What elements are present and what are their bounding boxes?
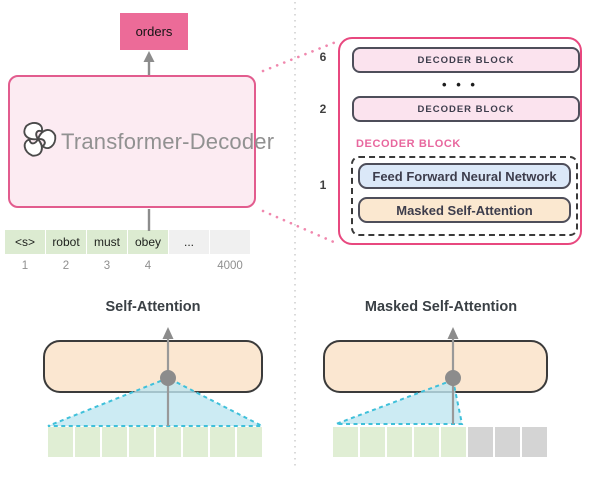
token-index: 1 bbox=[21, 260, 29, 272]
attended-cell bbox=[183, 427, 208, 457]
attended-cell bbox=[48, 427, 73, 457]
attended-cell bbox=[360, 427, 385, 457]
attended-cell bbox=[414, 427, 439, 457]
stack-number-6: 6 bbox=[319, 50, 327, 64]
transformer-decoder-box: Transformer-Decoder bbox=[8, 75, 274, 208]
masked-self-attention-layer: Masked Self-Attention bbox=[358, 197, 571, 223]
transformer-logo-icon bbox=[19, 120, 57, 163]
masked-self-attention-cells bbox=[333, 427, 549, 457]
masked-attention-arrow-head bbox=[447, 327, 459, 339]
token-col: 4000 bbox=[210, 230, 250, 273]
token-cell: ... bbox=[169, 230, 209, 254]
token-index: 4000 bbox=[217, 260, 243, 272]
input-token-row: <s> 1 robot 2 must 3 obey 4 ... 4000 bbox=[5, 230, 251, 273]
masked-cell bbox=[522, 427, 547, 457]
token-index: 3 bbox=[103, 260, 111, 272]
token-col: obey 4 bbox=[128, 230, 168, 273]
token-col: robot 2 bbox=[46, 230, 86, 273]
feed-forward-layer: Feed Forward Neural Network bbox=[358, 163, 571, 189]
attention-arrow-head bbox=[162, 327, 174, 339]
token-cell: obey bbox=[128, 230, 168, 254]
attended-cell bbox=[387, 427, 412, 457]
decoder-block-6: DECODER BLOCK bbox=[352, 47, 580, 73]
token-cell: must bbox=[87, 230, 127, 254]
attended-cell bbox=[210, 427, 235, 457]
self-attention-cells bbox=[48, 427, 264, 457]
attended-cell bbox=[237, 427, 262, 457]
attended-cell bbox=[156, 427, 181, 457]
token-cell bbox=[210, 230, 250, 254]
decoder-stack-panel: DECODER BLOCK • • • DECODER BLOCK DECODE… bbox=[338, 37, 582, 245]
token-cell: robot bbox=[46, 230, 86, 254]
decoder-block-2: DECODER BLOCK bbox=[352, 96, 580, 122]
attended-cell bbox=[102, 427, 127, 457]
stack-ellipsis: • • • bbox=[442, 77, 478, 92]
transformer-decoder-label: Transformer-Decoder bbox=[61, 128, 275, 154]
stack-number-2: 2 bbox=[319, 102, 327, 116]
token-col: must 3 bbox=[87, 230, 127, 273]
attended-cell bbox=[129, 427, 154, 457]
masked-cell bbox=[468, 427, 493, 457]
token-cell: <s> bbox=[5, 230, 45, 254]
attended-cell bbox=[441, 427, 466, 457]
output-arrow-head bbox=[143, 51, 155, 62]
orders-label: orders bbox=[135, 24, 173, 39]
self-attention-pill bbox=[43, 340, 263, 393]
masked-cell bbox=[495, 427, 520, 457]
decoder-block-expanded-title: DECODER BLOCK bbox=[356, 138, 461, 150]
token-index: 4 bbox=[144, 260, 152, 272]
masked-self-attention-pill bbox=[323, 340, 548, 393]
attended-cell bbox=[333, 427, 358, 457]
decoder-block-expanded: Feed Forward Neural Network Masked Self-… bbox=[351, 156, 578, 236]
stack-number-1: 1 bbox=[319, 178, 327, 192]
attended-cell bbox=[75, 427, 100, 457]
masked-self-attention-title: Masked Self-Attention bbox=[364, 299, 518, 315]
token-col: ... bbox=[169, 230, 209, 273]
orders-output-box: orders bbox=[120, 13, 188, 50]
token-col: <s> 1 bbox=[5, 230, 45, 273]
self-attention-title: Self-Attention bbox=[105, 299, 201, 315]
token-index: 2 bbox=[62, 260, 70, 272]
zoom-connector-bottom bbox=[261, 209, 338, 245]
